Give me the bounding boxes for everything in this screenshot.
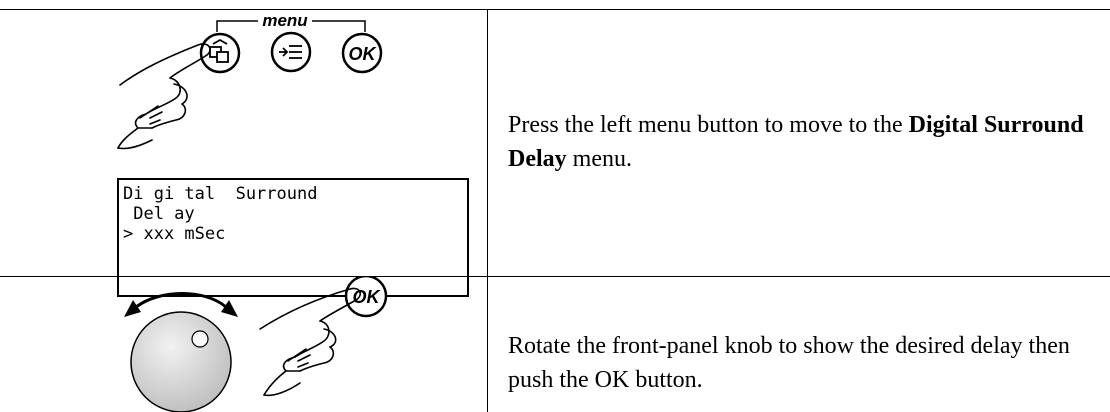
step-1-illustration: menu OK bbox=[117, 11, 383, 150]
step-1-instruction: Press the left menu button to move to th… bbox=[508, 112, 1084, 172]
display-line: > xxx mSec bbox=[123, 224, 226, 244]
pointing-hand-icon bbox=[117, 43, 211, 150]
step-2-instruction: Rotate the front-panel knob to show the … bbox=[508, 333, 1070, 393]
display-line: Del ay bbox=[123, 204, 195, 224]
knob-icon bbox=[130, 311, 232, 412]
table-row-divider bbox=[0, 276, 1110, 277]
table-top-rule bbox=[0, 9, 1110, 10]
ok-button: OK bbox=[344, 277, 388, 318]
list-arrow-icon bbox=[279, 45, 302, 59]
menu-bracket-label: menu bbox=[262, 11, 308, 30]
step-2-illustration: OK bbox=[124, 277, 388, 412]
ok-button-label: OK bbox=[349, 44, 378, 64]
rotate-arrow-icon bbox=[124, 292, 238, 317]
menu-bracket bbox=[216, 20, 366, 32]
ok-button-label: OK bbox=[353, 287, 382, 307]
table-column-divider bbox=[487, 9, 488, 412]
right-menu-button bbox=[270, 31, 312, 73]
left-menu-glyph-icon bbox=[209, 38, 229, 63]
menu-name: Digital Surround Delay bbox=[508, 112, 1084, 172]
display-screen: Di gi tal Surround Del ay> xxx mSec bbox=[117, 178, 469, 297]
ok-button: OK bbox=[341, 32, 383, 74]
left-menu-button bbox=[199, 32, 241, 74]
pointing-hand-icon bbox=[259, 287, 362, 397]
display-line: Di gi tal Surround bbox=[123, 184, 318, 204]
